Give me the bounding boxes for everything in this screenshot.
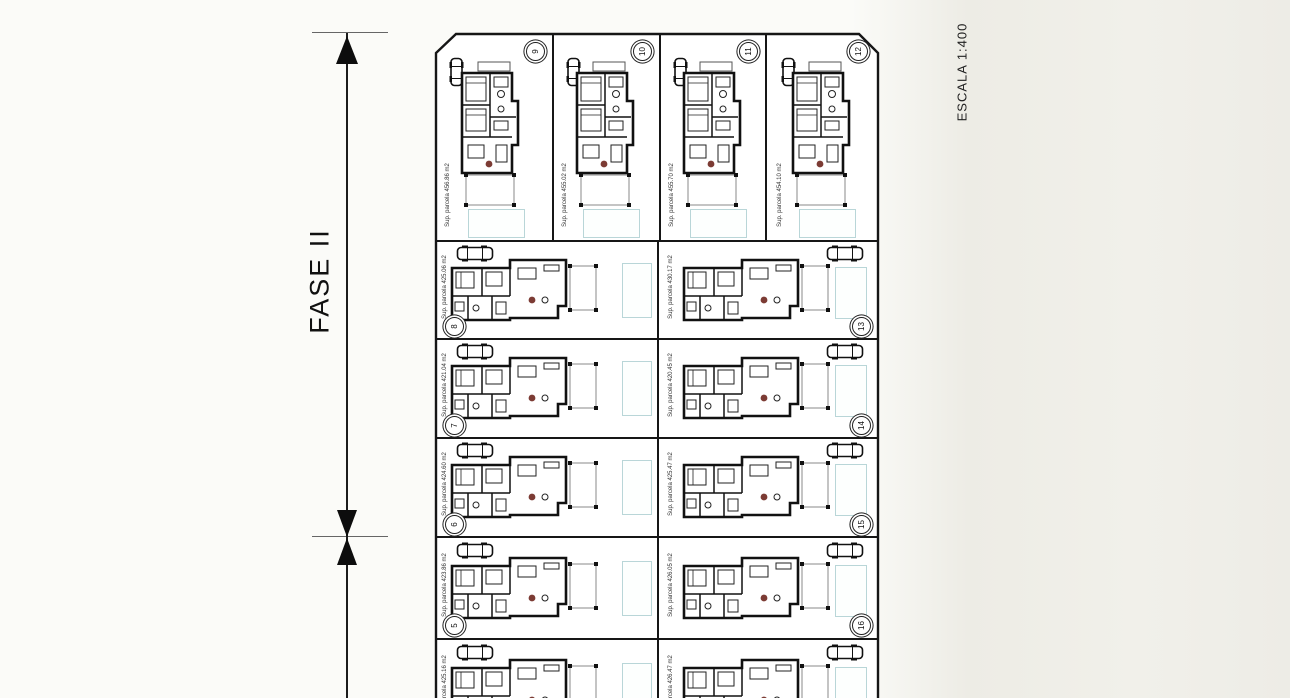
parcel-area-label: Sup. parcela 425.16 m2 xyxy=(442,655,448,698)
plot-number-badge: 13 xyxy=(852,317,871,336)
arrow-up-icon xyxy=(337,538,357,565)
villa-plot-12: 12 Sup. parcela 454.10 m2 xyxy=(766,35,878,241)
dimension-line xyxy=(346,33,348,698)
plot-number-badge: 12 xyxy=(849,42,868,61)
parcel-area-label: Sup. parcela 425.47 m2 xyxy=(668,452,674,516)
parcel-area-label: Sup. parcela 420.45 m2 xyxy=(668,353,674,417)
plot-number-badge: 9 xyxy=(526,42,545,61)
pool-outline xyxy=(622,663,652,698)
pool-outline xyxy=(835,365,867,417)
floorplan-drawing xyxy=(676,61,762,211)
villa-plot-15: 15 Sup. parcela 425.47 m2 xyxy=(658,438,878,537)
plot-number-badge: 6 xyxy=(445,515,464,534)
phase-label: FASE II xyxy=(304,228,335,334)
villa-plot-7: 7 Sup. parcela 421.04 m2 xyxy=(436,339,658,438)
plot-number-badge: 7 xyxy=(445,416,464,435)
villa-plot-9: 9 Sup. parcela 456.86 m2 xyxy=(436,35,553,241)
parcel-area-label: Sup. parcela 421.04 m2 xyxy=(442,353,448,417)
villa-plot-10: 10 Sup. parcela 455.02 m2 xyxy=(553,35,660,241)
pool-outline xyxy=(622,561,652,616)
arrow-down-icon xyxy=(337,510,357,537)
parcel-area-label: Sup. parcela 426.47 m2 xyxy=(668,655,674,698)
pool-outline xyxy=(799,209,856,238)
villa-plot-5: 5 Sup. parcela 423.86 m2 xyxy=(436,537,658,639)
parcel-area-label: Sup. parcela 455.70 m2 xyxy=(669,163,675,227)
dimension-tick-top xyxy=(312,32,388,33)
plot-number-badge: 5 xyxy=(445,616,464,635)
villa-plot-8: 8 Sup. parcela 425.06 m2 xyxy=(436,241,658,339)
villa-plot-partial-left: Sup. parcela 425.16 m2 xyxy=(436,639,658,698)
pool-outline xyxy=(468,209,525,238)
pool-outline xyxy=(583,209,640,238)
pool-outline xyxy=(835,464,867,516)
plot-number-badge: 11 xyxy=(739,42,758,61)
parcel-area-label: Sup. parcela 455.02 m2 xyxy=(562,163,568,227)
plot-number-badge: 10 xyxy=(633,42,652,61)
plot-number-badge: 14 xyxy=(852,416,871,435)
plot-number-badge: 8 xyxy=(445,317,464,336)
floorplan-drawing xyxy=(785,61,871,211)
villa-plot-14: 14 Sup. parcela 420.45 m2 xyxy=(658,339,878,438)
parcel-area-label: Sup. parcela 423.86 m2 xyxy=(442,553,448,617)
parcel-area-label: Sup. parcela 456.86 m2 xyxy=(445,163,451,227)
parcel-area-label: Sup. parcela 430.17 m2 xyxy=(668,255,674,319)
pool-outline xyxy=(835,667,867,698)
villa-plot-11: 11 Sup. parcela 455.70 m2 xyxy=(660,35,766,241)
floorplan-drawing xyxy=(454,61,540,211)
plot-boundary-drawing xyxy=(434,32,880,698)
pool-outline xyxy=(835,565,867,617)
parcel-area-label: Sup. parcela 454.10 m2 xyxy=(777,163,783,227)
villa-plot-16: 16 Sup. parcela 426.05 m2 xyxy=(658,537,878,639)
floorplan-drawing xyxy=(569,61,655,211)
pool-outline xyxy=(622,460,652,515)
plot-number-badge: 15 xyxy=(852,515,871,534)
villa-plot-6: 6 Sup. parcela 424.60 m2 xyxy=(436,438,658,537)
pool-outline xyxy=(622,263,652,318)
scale-label: ESCALA 1:400 xyxy=(954,22,970,122)
pool-outline xyxy=(835,267,867,319)
plot-number-badge: 16 xyxy=(852,616,871,635)
villa-plot-13: 13 Sup. parcela 430.17 m2 xyxy=(658,241,878,339)
arrow-up-icon xyxy=(336,36,358,64)
villa-plot-partial-right: Sup. parcela 426.47 m2 xyxy=(658,639,878,698)
pool-outline xyxy=(690,209,747,238)
parcel-area-label: Sup. parcela 424.60 m2 xyxy=(442,452,448,516)
parcel-area-label: Sup. parcela 426.05 m2 xyxy=(668,553,674,617)
pool-outline xyxy=(622,361,652,416)
parcel-area-label: Sup. parcela 425.06 m2 xyxy=(442,255,448,319)
